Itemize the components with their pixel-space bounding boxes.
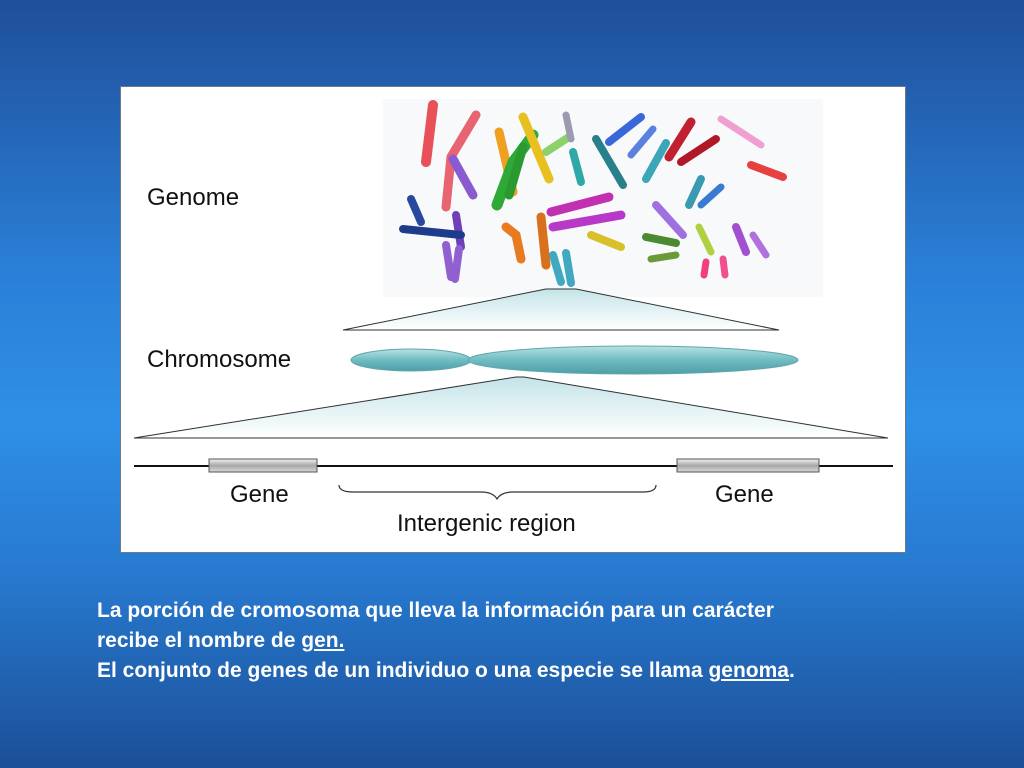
intergenic-label: Intergenic region <box>397 510 576 537</box>
chromosome-purple-5 <box>652 201 687 239</box>
chromosome-teal-3 <box>642 139 670 183</box>
chromosome-lightgreen-2 <box>695 223 715 256</box>
chromosome-purple-4 <box>451 245 463 283</box>
chromosome-magenta-1 <box>546 192 614 217</box>
chromosome-green-3 <box>642 233 680 247</box>
term-gen: gen. <box>301 629 345 652</box>
chromosome-purple-7 <box>749 231 770 259</box>
chromosome-teal-2 <box>592 135 627 189</box>
chromosome-blue-3 <box>697 183 725 209</box>
chromosome-shape <box>350 345 799 375</box>
chromosome-yellow-1 <box>518 112 554 184</box>
chromosome-darkred-2 <box>677 135 720 166</box>
caption-line-2: recibe el nombre de gen. <box>97 626 977 656</box>
chromosome-red-1 <box>421 100 438 167</box>
caption-line-3-prefix: El conjunto de genes de un individuo o u… <box>97 659 709 682</box>
chromosome-long-arm <box>467 345 799 375</box>
caption-text: La porción de cromosoma que lleva la inf… <box>97 596 977 686</box>
chromosome-purple-1 <box>448 154 478 200</box>
karyotype-chromosomes <box>383 99 823 297</box>
chromosome-green-2 <box>504 142 528 200</box>
caption-line-3-suffix: . <box>788 659 795 682</box>
chromosome-magenta-2 <box>548 210 626 232</box>
intergenic-brace <box>338 484 657 501</box>
chromosome-lightgreen-1 <box>542 133 573 156</box>
chromosome-teal-1 <box>569 148 585 186</box>
chromosome-pink-1 <box>717 115 765 149</box>
chromosome-navy-2 <box>399 225 465 239</box>
term-genoma: genoma <box>708 659 789 682</box>
chromosome-yellow-2 <box>587 231 625 251</box>
chromosome-teal-6 <box>685 175 705 209</box>
chromosome-navy-1 <box>407 195 425 226</box>
chromosome-red-3 <box>747 161 787 181</box>
chromosome-green-4 <box>647 251 680 263</box>
caption-line-1: La porción de cromosoma que lleva la inf… <box>97 599 774 622</box>
chromosome-short-arm <box>350 348 472 372</box>
gene-right-label: Gene <box>715 481 774 508</box>
caption-line-2-prefix: recibe el nombre de <box>97 629 302 652</box>
chromosome-darkred-1 <box>664 117 696 162</box>
chromosome-gray-1 <box>562 111 575 143</box>
genome-figure-panel: Genome Chromosome Gene Gene Intergenic r… <box>120 86 906 553</box>
chromosome-pink-3 <box>719 255 729 279</box>
chromosome-purple-6 <box>732 223 750 256</box>
chromosome-purple-3 <box>442 241 455 281</box>
chromosome-label: Chromosome <box>147 346 291 373</box>
chromosome-pink-2 <box>700 258 710 279</box>
chromosome-teal-4 <box>549 251 565 286</box>
chromosome-orange-3 <box>536 212 551 270</box>
genome-label: Genome <box>147 184 239 211</box>
chromosome-orange-2 <box>501 222 526 264</box>
chromosome-blue-2 <box>627 125 657 159</box>
zoom-fan-genome <box>342 288 780 331</box>
gene-left-bar <box>208 458 318 473</box>
chromosome-teal-5 <box>562 249 575 287</box>
chromosome-blue-1 <box>605 113 645 146</box>
zoom-fan-chromosome <box>133 376 889 439</box>
gene-left-label: Gene <box>230 481 289 508</box>
caption-line-3: El conjunto de genes de un individuo o u… <box>97 656 977 686</box>
genome-diagram: Genome Chromosome Gene Gene Intergenic r… <box>133 99 893 537</box>
gene-right-bar <box>676 458 820 473</box>
